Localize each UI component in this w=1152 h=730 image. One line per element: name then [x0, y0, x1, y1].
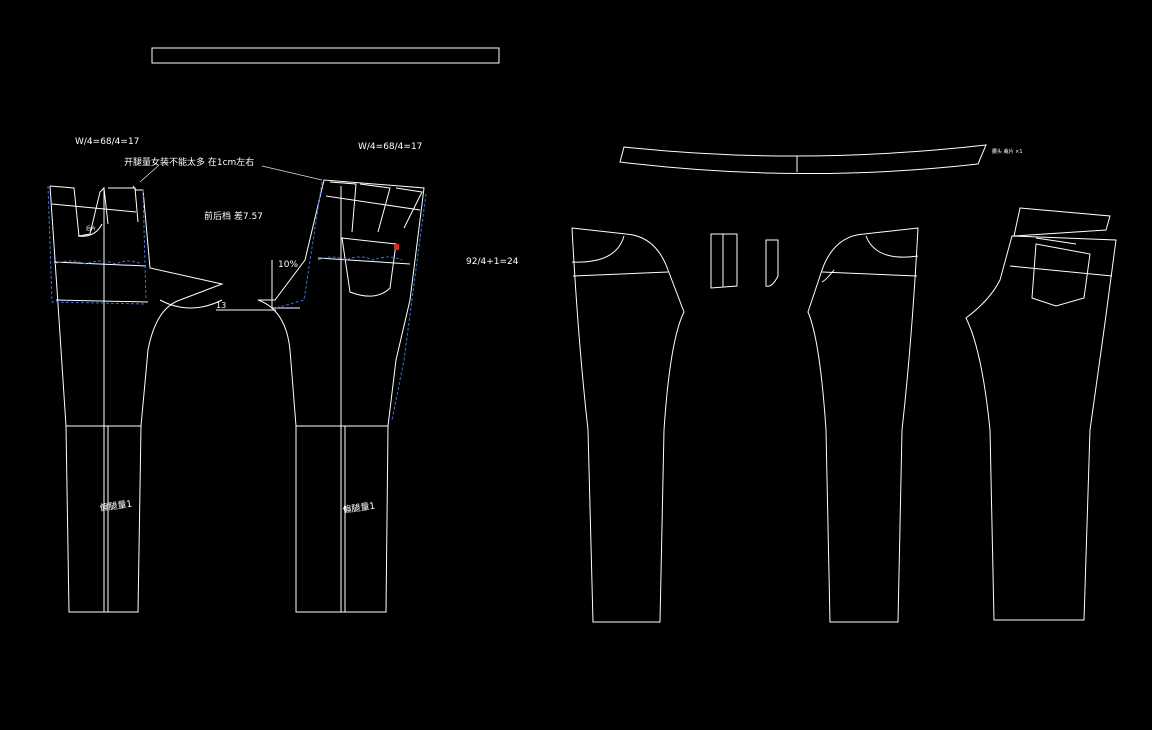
front-leg-piece-mirror [807, 227, 919, 623]
marker [394, 244, 399, 250]
leg-offset-right: 偏腿量1 [342, 500, 376, 516]
hip-formula: 92/4+1=24 [466, 257, 519, 267]
fly-piece-1 [710, 233, 738, 289]
waistband-label: 腰头 裁片 ×1 [992, 148, 1023, 155]
waistband-piece [619, 144, 987, 175]
crotch-curve [159, 299, 223, 309]
title-box [151, 47, 500, 64]
back-piece-draft [47, 185, 224, 613]
back-pocket [1031, 243, 1091, 307]
front-leg-piece [571, 227, 685, 623]
note-leader [261, 165, 323, 181]
back-leg-piece [965, 235, 1117, 621]
waist-formula-right: W/4=68/4=17 [358, 142, 422, 152]
crotch-extension-label: 13 [216, 301, 226, 310]
rise-difference-note: 前后档 差7.57 [204, 210, 263, 222]
pocket-label: 后片 [86, 225, 96, 232]
note-leader-left [139, 165, 159, 183]
percent-label: 10% [278, 260, 298, 270]
waist-formula-left: W/4=68/4=17 [75, 137, 139, 147]
crotch-note: 开腿量女装不能太多 在1cm左右 [124, 156, 254, 168]
front-piece-draft [257, 179, 427, 613]
fly-piece-2 [765, 239, 779, 287]
